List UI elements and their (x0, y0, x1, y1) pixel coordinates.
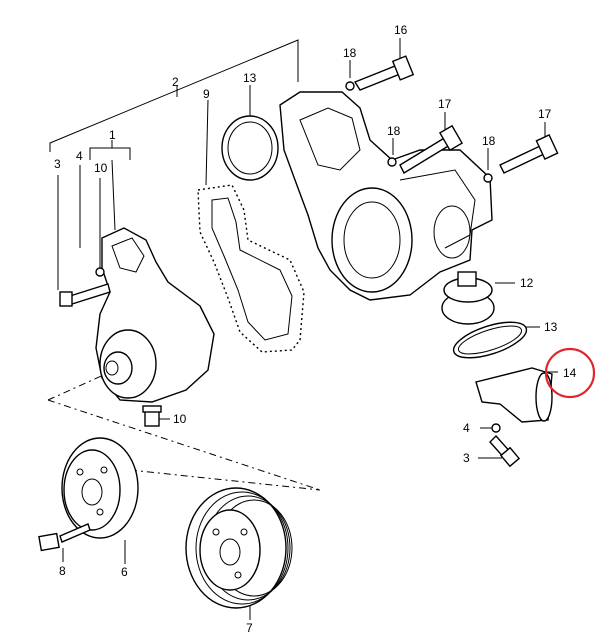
callout-9: 9 (203, 87, 210, 101)
callout-8: 8 (59, 564, 66, 578)
thermostat-part-12 (441, 271, 495, 325)
callout-14: 14 (563, 366, 577, 380)
bolt-part-8 (38, 523, 91, 552)
washer-part-18-c (483, 173, 493, 183)
o-ring-part-13-lower (452, 321, 528, 359)
callout-3-left: 3 (54, 157, 61, 171)
o-ring-part-13-upper (221, 115, 279, 181)
callout-4-right: 4 (463, 421, 470, 435)
callout-1: 1 (109, 128, 116, 142)
callout-10-bottom: 10 (173, 412, 187, 426)
bolt-part-3-left (59, 283, 111, 307)
callout-2: 2 (172, 75, 179, 89)
bolt-part-3-right (489, 434, 521, 468)
pulley-part-7 (185, 487, 293, 609)
washer-part-4-right (491, 423, 501, 433)
callout-4-left: 4 (76, 149, 83, 163)
gasket-part-9 (197, 184, 305, 353)
plug-part-10 (142, 405, 162, 427)
water-pump-body-part-1 (95, 227, 215, 403)
leader-lines (49, 38, 558, 620)
pulley-part-6 (61, 437, 139, 539)
callout-13-top: 13 (243, 71, 257, 85)
callout-18-b: 18 (387, 124, 401, 138)
callout-12: 12 (520, 276, 534, 290)
callout-3-right: 3 (463, 451, 470, 465)
pump-housing (279, 91, 493, 301)
callout-17-left: 17 (438, 97, 452, 111)
callout-labels: 2 1 3 4 10 9 13 16 18 18 17 18 17 12 13 … (54, 23, 577, 633)
coolant-elbow-part-14 (475, 367, 553, 423)
bolt-part-16 (353, 55, 415, 91)
callout-13-right: 13 (544, 320, 558, 334)
callout-18-a: 18 (343, 46, 357, 60)
callout-6: 6 (121, 565, 128, 579)
callout-17-right: 17 (538, 107, 552, 121)
callout-10-top: 10 (94, 161, 108, 175)
bolt-part-17-left (399, 124, 464, 174)
washer-part-18-b (387, 157, 397, 167)
washer-part-4-left (95, 267, 105, 277)
bolt-part-17-right (499, 134, 559, 174)
callout-16: 16 (394, 23, 408, 37)
washer-part-18-a (345, 81, 355, 91)
callout-18-c: 18 (482, 134, 496, 148)
callout-7: 7 (246, 621, 253, 633)
highlight-circle (544, 347, 596, 399)
